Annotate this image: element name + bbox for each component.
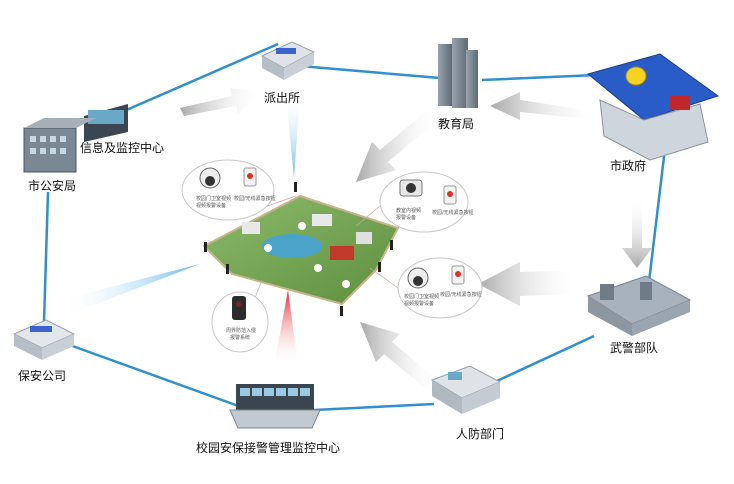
camera-posts [204,182,393,316]
bubble4-line1: 周界防范入侵 [226,327,256,334]
link-xiaoyuan-baoan [55,338,245,410]
link-renfang-xiaoyuan [313,402,435,412]
bubble2-line1: 教室内视频 [396,207,421,214]
bubble2-line2: 报警设备 [396,214,416,221]
bubble1-tag: 校园/无线紧急按钮 [234,195,276,202]
ir-sensor-icon [232,296,246,320]
arrow-wujing-to-campus [478,262,580,306]
node-xinxi-icon [23,104,128,173]
arrow-shizhengfu-to-jiaoyuju [490,92,600,120]
gray-arrows [180,88,652,394]
bubble-gate-camera [181,159,275,221]
node-jiaoyuju-icon [438,38,478,108]
bubble-classroom-camera [379,171,469,233]
campus-model [202,182,400,317]
arrow-jiaoyuju-to-campus [356,108,440,182]
bubble-gate-camera-2 [397,257,483,319]
link-paichusuo-jiaoyuju [299,64,441,80]
campus-dome-a [264,244,272,252]
bubble1-line2: 视频报警设备 [196,202,226,209]
label-xiaoyuan: 校园安保接警管理监控中心 [196,440,340,455]
campus-dome-b [314,264,322,272]
bubble-perimeter-sensor [211,291,269,353]
bubble1-line1: 校园门卫室视频 [196,195,231,202]
beam-baoan [60,264,200,318]
label-shigonganju: 市公安局 [28,178,76,193]
campus-building-c [356,232,372,244]
node-xiaoyuan-icon [229,384,321,429]
campus-building-b [312,214,332,226]
campus-dome-c [342,280,350,288]
bubble4-line2: 报警系统 [230,334,250,341]
node-wujing-icon [586,275,692,336]
link-jiaoyuju-shizhengfu [481,73,597,82]
bubble3-line1: 校园门卫室视频 [404,293,439,300]
beam-xiaoyuan-red [274,290,298,366]
beams [60,94,300,366]
label-shizhengfu: 市政府 [610,158,646,173]
bubble3-tag: 校园/无线紧急按钮 [440,291,482,298]
label-xinxi: 信息及监控中心 [80,140,164,155]
label-baoan: 保安公司 [18,368,66,383]
link-shizhengfu-wujing [646,139,668,291]
node-baoan-icon [12,319,76,360]
label-jiaoyuju: 教育局 [438,116,474,131]
arrow-shizhengfu-to-wujing [622,196,652,268]
link-xinxi-paichusuo [107,42,279,120]
beam-paichusuo [286,94,300,178]
bubble2-tag: 校园/无线紧急按钮 [432,209,474,216]
node-renfang-icon [430,365,502,414]
arrow-renfang-to-campus [360,322,440,394]
campus-building-a [242,222,260,234]
label-renfang: 人防部门 [456,426,504,441]
network-links [42,42,668,412]
label-wujing: 武警部队 [610,340,658,355]
node-shizhengfu-icon [586,53,720,161]
campus-dome-d [298,222,306,230]
node-paichusuo-icon [260,41,316,80]
bubble3-line2: 视频报警设备 [404,300,434,307]
campus-building-red [330,246,354,260]
link-wujing-renfang [485,334,595,388]
link-baoan-shigonganju [42,191,50,323]
arrow-xinxi-to-paichusuo [180,88,262,116]
label-paichusuo: 派出所 [264,91,300,105]
campus-lake [262,234,322,258]
